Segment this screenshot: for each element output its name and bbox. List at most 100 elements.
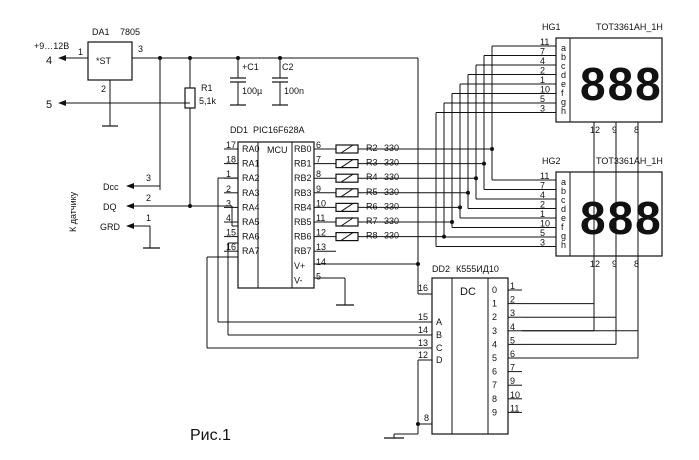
- display-0-pin-5: 5: [540, 94, 545, 104]
- resistor-value-r7: 330: [384, 216, 399, 226]
- display-0-seg-e: e: [561, 79, 566, 89]
- mcu-pin-num-6: 6: [316, 140, 321, 150]
- mcu-pin-name-rb6: RB6: [294, 232, 312, 242]
- display-1-seg-g: g: [561, 231, 566, 241]
- decoder-out-idx-2: 2: [492, 312, 497, 322]
- decoder-out-pin-11: 11: [510, 403, 519, 413]
- resistor-value-r8: 330: [384, 231, 399, 241]
- mcu-pin-num-18: 18: [226, 155, 236, 165]
- r1-value: 5,1k: [199, 96, 217, 106]
- sensor-connector: К датчику Dcc DQ GRD 3 2 1: [68, 173, 232, 249]
- decoder-vcc-pin: 16: [418, 283, 428, 293]
- resistor-ref-r2: R2: [366, 143, 378, 153]
- decoder-out-pin-1: 1: [510, 281, 515, 291]
- display-0-seg-f: f: [561, 88, 564, 98]
- c1-value: 100µ: [242, 86, 262, 96]
- decoder-in-c: C: [436, 343, 443, 353]
- connector-pin-1: 1: [146, 213, 151, 223]
- mcu-pin-name-rb4: RB4: [294, 202, 312, 212]
- decoder-out-pin-7: 7: [510, 363, 515, 373]
- resistor-ref-r7: R7: [366, 216, 378, 226]
- decoder-in-num-12: 12: [418, 350, 428, 360]
- mcu-pin-num-8: 8: [316, 169, 321, 179]
- regulator-pin-gnd: 2: [101, 84, 106, 94]
- display-0-seg-b: b: [561, 52, 566, 62]
- mcu-pin-name-rb5: RB5: [294, 217, 312, 227]
- display-0-seg-a: a: [561, 43, 566, 53]
- connector-line-dcc: Dcc: [103, 182, 119, 192]
- r1-ref: R1: [201, 83, 213, 93]
- decoder-out-idx-7: 7: [492, 380, 497, 390]
- regulator-pin-in: 1: [78, 47, 83, 57]
- mcu-pin-name-rb3: RB3: [294, 188, 312, 198]
- display-body-0: [555, 37, 663, 123]
- regulator-inner: *ST: [96, 56, 112, 66]
- c2-ref: C2: [282, 62, 294, 72]
- display-1-seg-e: e: [561, 213, 566, 223]
- mcu-pin-name-vm: V-: [294, 275, 303, 285]
- decoder-out-pin-6: 6: [510, 349, 515, 359]
- display-0-seg-d: d: [561, 70, 566, 80]
- supply-pin-bottom: 5: [46, 99, 52, 111]
- resistor-ref-r8: R8: [366, 231, 378, 241]
- display-1-seg-f: f: [561, 222, 564, 232]
- mcu-pin-num-12: 12: [316, 228, 326, 238]
- decoder-in-num-15: 15: [418, 312, 428, 322]
- decoder-out-pin-3: 3: [510, 308, 515, 318]
- decoder-out-idx-3: 3: [492, 326, 497, 336]
- decoder-out-pin-10: 10: [510, 390, 520, 400]
- mcu-pin-name-ra6: RA6: [242, 232, 260, 242]
- resistor-value-r6: 330: [384, 201, 399, 211]
- mcu-part: PIC16F628A: [253, 125, 305, 135]
- resistor-value-r4: 330: [384, 172, 399, 182]
- connector-side-label: К датчику: [68, 191, 78, 232]
- decoder-gnd-pin: 8: [424, 413, 429, 423]
- decoder-out-idx-5: 5: [492, 353, 497, 363]
- mcu-pin-name-ra3: RA3: [242, 188, 260, 198]
- decoder-out-idx-6: 6: [492, 367, 497, 377]
- decoder-out-idx-0: 0: [492, 285, 497, 295]
- decoder-out-pin-9: 9: [510, 376, 515, 386]
- resistor-value-r2: 330: [384, 143, 399, 153]
- mcu-pin-num-3: 3: [226, 198, 231, 208]
- connector-line-dq: DQ: [103, 202, 117, 212]
- decoder-out-idx-8: 8: [492, 394, 497, 404]
- mcu-pin-name-ra1: RA1: [242, 159, 260, 169]
- display-0-seg-h: h: [561, 106, 566, 116]
- decoder-in-num-14: 14: [418, 325, 428, 335]
- decoder-out-idx-9: 9: [492, 407, 497, 417]
- display-0-common-9: 9: [612, 125, 617, 135]
- mcu-pin-name-rb1: RB1: [294, 159, 312, 169]
- mcu-pin-num-1: 1: [226, 169, 231, 179]
- mcu-pin-num-7: 7: [316, 155, 321, 165]
- display-1-digits: 888: [580, 192, 663, 244]
- display-1-pin-2: 2: [540, 200, 545, 210]
- mcu-pin-name-ra7: RA7: [242, 246, 260, 256]
- display-0-pin-2: 2: [540, 66, 545, 76]
- mcu-pin-num-10: 10: [316, 198, 326, 208]
- display-0-common-8: 8: [634, 125, 639, 135]
- decoder-inner: DC: [460, 286, 476, 298]
- display-0-pin-1: 1: [540, 75, 545, 85]
- display-0-seg-c: c: [561, 61, 566, 71]
- mcu: DD1 PIC16F628A MCU RA017RA118RA21RA32RA4…: [206, 125, 420, 348]
- display-1-pin-7: 7: [540, 181, 545, 191]
- display-body-1: [555, 171, 663, 257]
- figure-caption: Рис.1: [190, 427, 231, 444]
- supply-pin-top: 4: [46, 55, 52, 67]
- mcu-pin-name-ra2: RA2: [242, 173, 260, 183]
- decoder-out-pin-5: 5: [510, 335, 515, 345]
- mcu-pin-num-13: 13: [316, 242, 326, 252]
- decoder-body: [431, 277, 509, 435]
- resistor-ref-r5: R5: [366, 187, 378, 197]
- mcu-pin-name-rb0: RB0: [294, 144, 312, 154]
- display-1-seg-a: a: [561, 177, 566, 187]
- display-1-seg-c: c: [561, 195, 566, 205]
- display-1-common-9: 9: [612, 259, 617, 269]
